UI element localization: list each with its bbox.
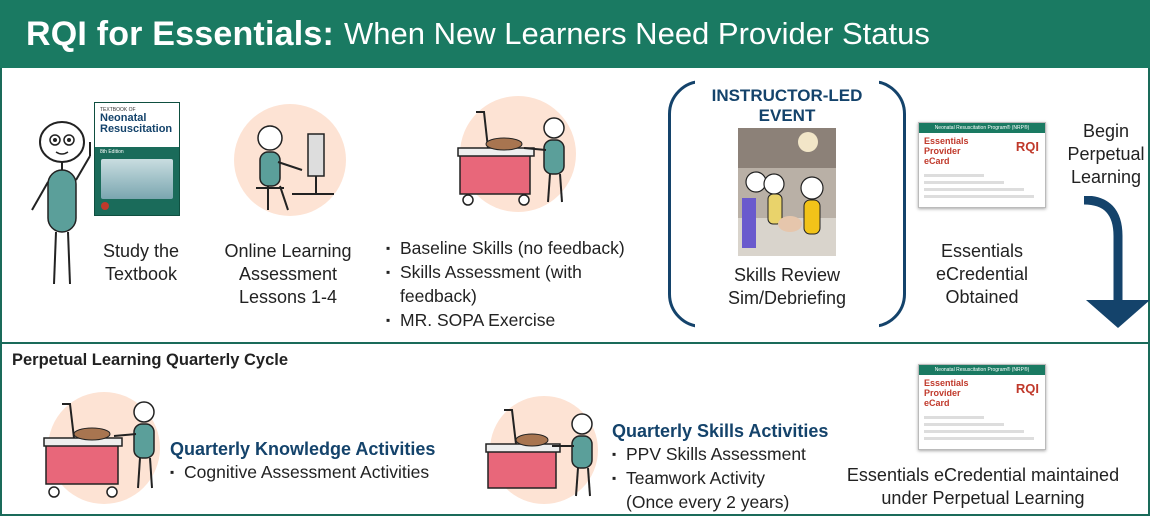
skills-station-icon [457, 96, 576, 212]
skills-station-icon-2 [485, 396, 598, 504]
instructor-event-label: Skills Review Sim/Debriefing [727, 265, 847, 308]
skills-activities-note: (Once every 2 years) [626, 492, 790, 512]
list-item: Baseline Skills (no feedback) [386, 236, 666, 260]
instructor-event-box [668, 79, 906, 329]
textbook-icon: TEXTBOOK OF Neonatal Resuscitation 8th E… [94, 102, 180, 216]
computer-learner-icon [234, 104, 346, 216]
section-divider [0, 342, 1150, 344]
knowledge-title: Quarterly Knowledge Activities [170, 439, 436, 459]
list-item: feedback) [400, 286, 477, 306]
list-item: Cognitive Assessment Activities [170, 460, 470, 484]
list-item: MR. SOPA Exercise [386, 308, 666, 332]
book-edition: 8th Edition [100, 149, 124, 155]
book-title: Neonatal Resuscitation [100, 112, 173, 135]
stick-figure-icon [31, 121, 91, 285]
ecard-maintained-icon: Neonatal Resuscitation Program® (NRP®) E… [918, 364, 1046, 450]
step-skills-list: Baseline Skills (no feedback) Skills Ass… [386, 236, 666, 332]
step-ecred-label: Essentials eCredential Obtained [935, 241, 1029, 307]
list-item: PPV Skills Assessment [612, 442, 862, 466]
header-title-bold: RQI for Essentials: [26, 14, 334, 53]
step-textbook-label: Study the Textbook [102, 241, 180, 284]
book-small-title: TEXTBOOK OF [100, 107, 136, 113]
header-banner: RQI for Essentials: When New Learners Ne… [0, 0, 1150, 68]
maintained-label: Essentials eCredential maintained under … [846, 465, 1120, 508]
step-online-label: Online Learning Assessment Lessons 1-4 [224, 241, 352, 307]
list-item: Teamwork Activity [612, 466, 862, 490]
down-arrow-icon [1083, 196, 1150, 328]
cycle-title: Perpetual Learning Quarterly Cycle [12, 351, 289, 369]
knowledge-activities: Quarterly Knowledge Activities Cognitive… [170, 438, 470, 484]
instructor-event-title: INSTRUCTOR-LED EVENT [711, 86, 863, 125]
list-item: Skills Assessment (with [386, 260, 666, 284]
begin-perpetual-label: Begin Perpetual Learning [1067, 121, 1145, 187]
skills-activities-title: Quarterly Skills Activities [612, 421, 829, 441]
header-title-rest: When New Learners Need Provider Status [344, 16, 930, 51]
skills-activities: Quarterly Skills Activities PPV Skills A… [612, 420, 862, 514]
knowledge-station-icon [43, 392, 160, 504]
ecard-icon: Neonatal Resuscitation Program® (NRP®) E… [918, 122, 1046, 208]
sim-photo-icon [738, 128, 836, 256]
